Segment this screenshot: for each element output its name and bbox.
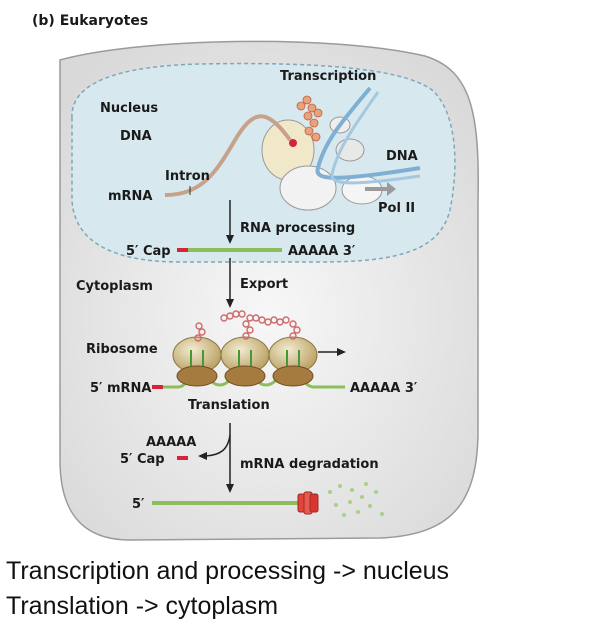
nascent-mrna (164, 114, 292, 197)
degradation-fragments (328, 482, 384, 517)
label-poly-a-1: AAAAA 3′ (288, 244, 356, 259)
label-poly-a-2: AAAAA 3′ (350, 381, 418, 396)
arrow-head-3 (337, 348, 346, 356)
label-5-cap: 5′ Cap (126, 244, 171, 259)
eukaryote-gene-expression-diagram: (b) Eukaryotes (32, 13, 479, 541)
exosome (297, 491, 319, 515)
ribosomes (172, 336, 318, 387)
arrow-head-4 (226, 484, 234, 493)
label-ribosome: Ribosome (86, 342, 158, 357)
label-dna-right: DNA (386, 149, 418, 164)
label-mrna: mRNA (108, 189, 153, 204)
label-cytoplasm: Cytoplasm (76, 279, 153, 294)
nucleus (71, 62, 456, 263)
label-5-prime: 5′ (132, 497, 145, 512)
label-aaaaa: AAAAA (146, 435, 196, 450)
transcription-factors (296, 95, 323, 142)
label-intron: Intron (165, 169, 210, 184)
arrow-decapping (205, 434, 231, 457)
label-mrna-degradation: mRNA degradation (240, 457, 379, 472)
arrow-head-2 (226, 299, 234, 308)
arrow-head-5 (198, 452, 207, 460)
label-5-mrna: 5′ mRNA (90, 381, 152, 396)
nascent-polypeptides (194, 310, 301, 342)
label-nucleus: Nucleus (100, 101, 158, 116)
label-pol-ii: Pol II (378, 201, 415, 216)
caption-line-1: Transcription and processing -> nucleus (6, 557, 450, 585)
pol-ii-active-site (289, 139, 297, 147)
label-translation: Translation (188, 398, 270, 413)
arrow-head-1 (226, 235, 234, 244)
label-5-cap-2: 5′ Cap (120, 452, 165, 467)
trna-marks (190, 350, 300, 366)
label-export: Export (240, 277, 288, 292)
dna-strand-upper (315, 86, 421, 180)
polymerase-arrow (365, 182, 396, 196)
label-dna-left: DNA (120, 129, 152, 144)
caption-line-2: Translation -> cytoplasm (6, 592, 279, 620)
figure-header: (b) Eukaryotes (32, 13, 148, 29)
label-rna-processing: RNA processing (240, 221, 355, 236)
dna-strand-lower (330, 91, 421, 185)
label-transcription: Transcription (280, 69, 376, 84)
